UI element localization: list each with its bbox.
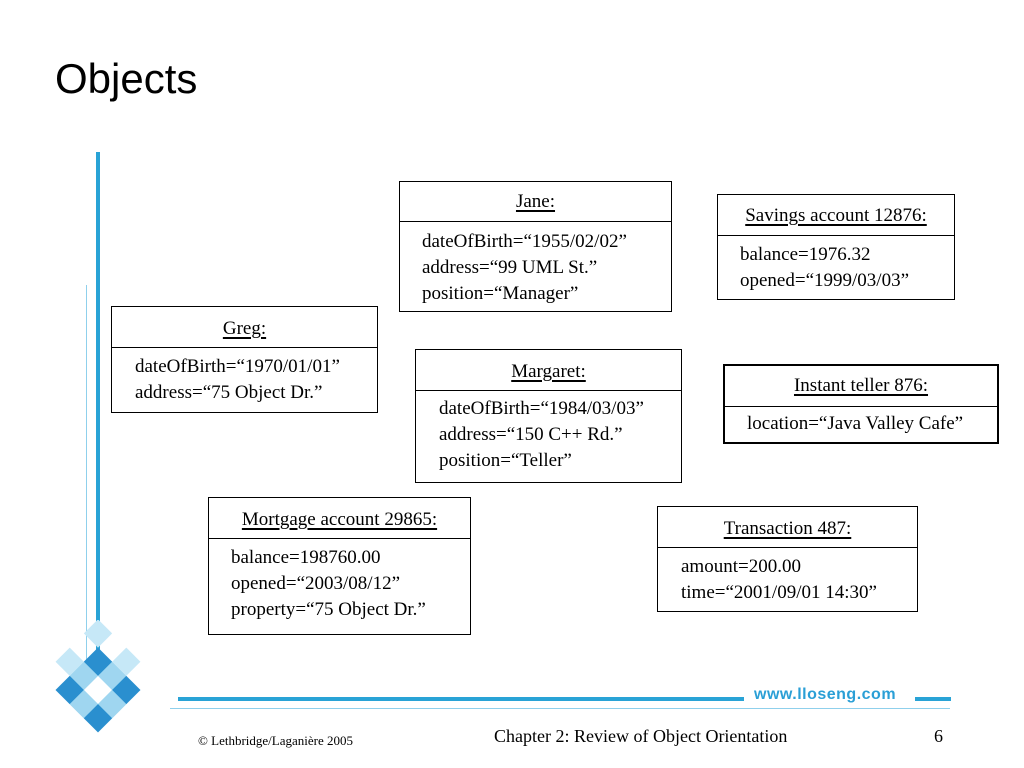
attribute-line: dateOfBirth=“1984/03/03” [439,398,644,419]
bottom-accent-bar-end [915,697,951,701]
object-attributes: dateOfBirth=“1970/01/01” address=“75 Obj… [112,348,377,406]
object-jane: Jane: dateOfBirth=“1955/02/02” address=“… [399,181,672,312]
object-name: Transaction 487: [658,507,917,548]
attribute-line: opened=“2003/08/12” [231,573,401,594]
object-instant-teller: Instant teller 876: location=“Java Valle… [723,364,999,444]
diamond-pattern-icon [55,620,141,733]
object-attributes: balance=198760.00 opened=“2003/08/12” pr… [209,539,470,623]
object-name-label: Greg: [222,318,267,339]
object-name: Jane: [400,182,671,222]
object-name-label: Jane: [515,191,556,212]
footer-chapter: Chapter 2: Review of Object Orientation [494,726,788,746]
attribute-line: location=“Java Valley Cafe” [747,413,964,434]
attribute-line: position=“Manager” [422,283,579,304]
object-name-label: Transaction 487: [723,518,852,539]
attribute-line: position=“Teller” [439,450,572,471]
attribute-line: dateOfBirth=“1970/01/01” [135,356,340,377]
object-mortgage-account: Mortgage account 29865: balance=198760.0… [208,497,471,635]
left-accent-bar [96,152,100,650]
attribute-line: balance=1976.32 [740,244,871,265]
object-attributes: balance=1976.32 opened=“1999/03/03” [718,236,954,294]
attribute-line: time=“2001/09/01 14:30” [681,582,877,603]
bottom-accent-line [170,708,950,709]
object-attributes: dateOfBirth=“1955/02/02” address=“99 UML… [400,222,671,307]
object-attributes: amount=200.00 time=“2001/09/01 14:30” [658,548,917,606]
website-url: www.lloseng.com [754,686,897,703]
object-name-label: Mortgage account 29865: [241,509,438,530]
footer-copyright: © Lethbridge/Laganière 2005 [198,733,353,748]
object-greg: Greg: dateOfBirth=“1970/01/01” address=“… [111,306,378,413]
object-name-label: Margaret: [511,361,586,382]
attribute-line: dateOfBirth=“1955/02/02” [422,231,627,252]
object-name: Savings account 12876: [718,195,954,236]
object-transaction: Transaction 487: amount=200.00 time=“200… [657,506,918,612]
left-accent-line [86,285,87,660]
object-name: Mortgage account 29865: [209,498,470,539]
attribute-line: address=“150 C++ Rd.” [439,424,623,445]
object-margaret: Margaret: dateOfBirth=“1984/03/03” addre… [415,349,682,483]
attribute-line: amount=200.00 [681,556,801,577]
object-name: Instant teller 876: [725,366,997,407]
object-savings-account: Savings account 12876: balance=1976.32 o… [717,194,955,300]
slide-title: Objects [55,55,198,102]
attribute-line: opened=“1999/03/03” [740,270,910,291]
attribute-line: address=“75 Object Dr.” [135,382,323,403]
object-name-label: Instant teller 876: [793,375,929,396]
attribute-line: property=“75 Object Dr.” [231,599,426,620]
page-number: 6 [934,726,943,746]
attribute-line: address=“99 UML St.” [422,257,598,278]
object-name: Margaret: [416,350,681,391]
bottom-accent-bar [178,697,744,701]
object-attributes: location=“Java Valley Cafe” [725,407,997,437]
object-name: Greg: [112,307,377,348]
object-name-label: Savings account 12876: [745,205,927,226]
attribute-line: balance=198760.00 [231,547,381,568]
object-attributes: dateOfBirth=“1984/03/03” address=“150 C+… [416,391,681,474]
